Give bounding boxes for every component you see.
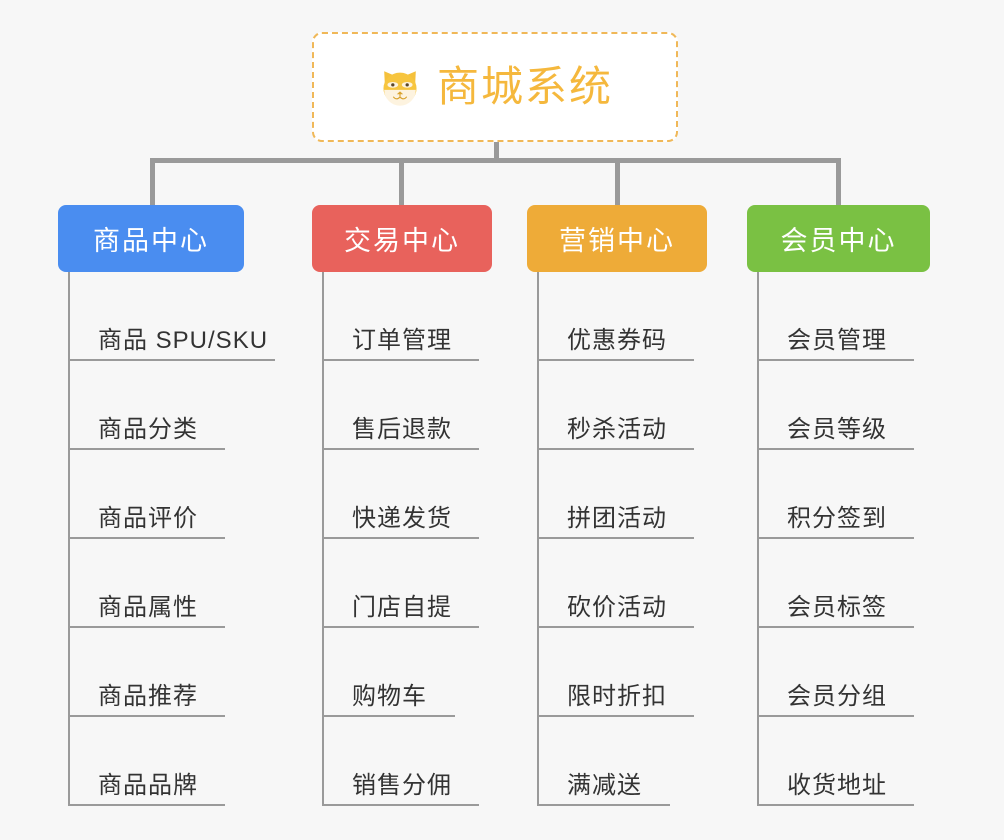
leaf-item-label: 商品评价 [98, 505, 198, 532]
leaf-item[interactable]: 商品推荐 [58, 628, 244, 717]
leaf-item-label: 满减送 [567, 772, 642, 799]
leaf-item-rule [68, 537, 225, 539]
leaf-item[interactable]: 商品分类 [58, 361, 244, 450]
leaf-item-rule [757, 626, 914, 628]
leaf-item[interactable]: 会员等级 [747, 361, 930, 450]
leaf-item[interactable]: 门店自提 [312, 539, 492, 628]
leaf-item-rule [537, 359, 694, 361]
leaf-item-rule [322, 359, 479, 361]
leaf-item[interactable]: 商品 SPU/SKU [58, 272, 275, 361]
leaf-item-label: 拼团活动 [567, 505, 667, 532]
leaf-item-rule [757, 804, 914, 806]
category-box-product-center[interactable]: 商品中心 [58, 205, 244, 272]
leaf-item[interactable]: 快递发货 [312, 450, 492, 539]
leaf-item[interactable]: 订单管理 [312, 272, 492, 361]
leaf-item[interactable]: 满减送 [527, 717, 707, 806]
leaf-item[interactable]: 积分签到 [747, 450, 930, 539]
leaf-spine-trade-center [322, 272, 324, 806]
leaf-spine-marketing-center [537, 272, 539, 806]
leaf-spine-product-center [68, 272, 70, 806]
leaf-item[interactable]: 会员标签 [747, 539, 930, 628]
leaf-item-label: 优惠券码 [567, 327, 667, 354]
root-title: 商城系统 [436, 63, 613, 110]
leaf-item[interactable]: 购物车 [312, 628, 492, 717]
leaf-item-label: 订单管理 [352, 327, 452, 354]
leaf-item-rule [757, 448, 914, 450]
leaf-item-label: 购物车 [352, 683, 427, 710]
leaf-item-rule [68, 359, 275, 361]
leaf-item-label: 售后退款 [352, 416, 452, 443]
leaf-item-label: 积分签到 [787, 505, 887, 532]
column-product-center: 商品中心商品 SPU/SKU 商品分类商品评价商品属性商品推荐商品品牌 [58, 205, 275, 806]
leaf-item-label: 会员等级 [787, 416, 887, 443]
leaf-item[interactable]: 收货地址 [747, 717, 930, 806]
leaf-item[interactable]: 秒杀活动 [527, 361, 707, 450]
leaf-item[interactable]: 商品评价 [58, 450, 244, 539]
leaf-item-label: 商品 SPU/SKU [98, 327, 269, 354]
leaf-item-rule [68, 448, 225, 450]
leaf-item-label: 限时折扣 [567, 683, 667, 710]
category-box-marketing-center[interactable]: 营销中心 [527, 205, 707, 272]
column-marketing-center: 营销中心优惠券码秒杀活动拼团活动砍价活动限时折扣满减送 [527, 205, 707, 806]
leaf-item[interactable]: 优惠券码 [527, 272, 707, 361]
leaf-item[interactable]: 销售分佣 [312, 717, 492, 806]
root-node-content: 商城系统 [377, 64, 613, 110]
leaf-item-label: 收货地址 [787, 772, 887, 799]
leaf-item-label: 快递发货 [352, 505, 452, 532]
category-box-trade-center[interactable]: 交易中心 [312, 205, 492, 272]
leaf-item-rule [68, 804, 225, 806]
leaf-list-product-center: 商品 SPU/SKU 商品分类商品评价商品属性商品推荐商品品牌 [58, 272, 275, 806]
leaf-item-rule [757, 537, 914, 539]
leaf-item-label: 商品推荐 [98, 683, 198, 710]
leaf-item-rule [537, 804, 670, 806]
column-member-center: 会员中心会员管理会员等级积分签到会员标签会员分组收货地址 [747, 205, 930, 806]
leaf-list-member-center: 会员管理会员等级积分签到会员标签会员分组收货地址 [747, 272, 930, 806]
leaf-item-label: 销售分佣 [352, 772, 452, 799]
leaf-item-label: 门店自提 [352, 594, 452, 621]
leaf-item-rule [68, 626, 225, 628]
connector-drop-product-center [150, 158, 155, 208]
connector-drop-member-center [836, 158, 841, 208]
leaf-item-rule [537, 448, 694, 450]
leaf-item-label: 会员分组 [787, 683, 887, 710]
connector-drop-trade-center [399, 158, 404, 208]
leaf-item-rule [537, 537, 694, 539]
leaf-item[interactable]: 限时折扣 [527, 628, 707, 717]
leaf-spine-member-center [757, 272, 759, 806]
leaf-item[interactable]: 会员管理 [747, 272, 930, 361]
column-trade-center: 交易中心订单管理售后退款快递发货门店自提购物车销售分佣 [312, 205, 492, 806]
leaf-item-label: 秒杀活动 [567, 416, 667, 443]
leaf-item-label: 商品属性 [98, 594, 198, 621]
leaf-list-marketing-center: 优惠券码秒杀活动拼团活动砍价活动限时折扣满减送 [527, 272, 707, 806]
leaf-item[interactable]: 拼团活动 [527, 450, 707, 539]
leaf-list-trade-center: 订单管理售后退款快递发货门店自提购物车销售分佣 [312, 272, 492, 806]
leaf-item-rule [322, 448, 479, 450]
leaf-item-label: 砍价活动 [567, 594, 667, 621]
leaf-item-label: 商品分类 [98, 416, 198, 443]
leaf-item-label: 会员管理 [787, 327, 887, 354]
leaf-item[interactable]: 售后退款 [312, 361, 492, 450]
shiba-dog-face-icon [377, 64, 423, 110]
leaf-item-rule [757, 359, 914, 361]
leaf-item-rule [757, 715, 914, 717]
leaf-item-rule [322, 804, 479, 806]
leaf-item-rule [537, 715, 694, 717]
leaf-item-rule [322, 715, 455, 717]
leaf-item[interactable]: 会员分组 [747, 628, 930, 717]
connector-horizontal-bus [150, 158, 841, 163]
leaf-item[interactable]: 商品品牌 [58, 717, 244, 806]
leaf-item-rule [537, 626, 694, 628]
leaf-item-rule [68, 715, 225, 717]
connector-root-stem [494, 142, 499, 162]
leaf-item-rule [322, 537, 479, 539]
leaf-item-rule [322, 626, 479, 628]
leaf-item-label: 会员标签 [787, 594, 887, 621]
root-node[interactable]: 商城系统 [312, 32, 678, 142]
connector-drop-marketing-center [615, 158, 620, 208]
category-box-member-center[interactable]: 会员中心 [747, 205, 930, 272]
leaf-item-label: 商品品牌 [98, 772, 198, 799]
leaf-item[interactable]: 砍价活动 [527, 539, 707, 628]
leaf-item[interactable]: 商品属性 [58, 539, 244, 628]
